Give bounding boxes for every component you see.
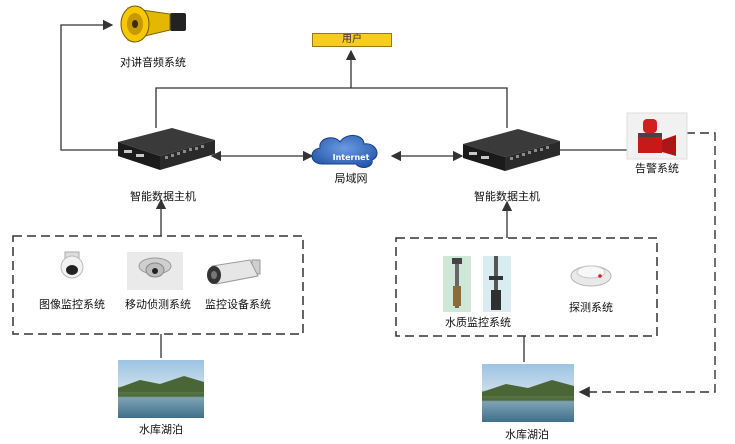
image-monitor-label: 图像监控系统 <box>39 298 105 311</box>
connector-top-bar <box>155 87 508 128</box>
water-quality-label: 水质监控系统 <box>445 316 511 329</box>
internet-cloud-icon <box>311 135 378 168</box>
reservoir-right-image <box>482 364 574 422</box>
alarm-dashed-connector <box>578 132 716 398</box>
motion-detect-label: 移动侦测系统 <box>125 298 191 311</box>
reservoir-right-label: 水库湖泊 <box>505 428 549 441</box>
connectors <box>60 19 628 362</box>
connector-host-speaker <box>60 19 122 151</box>
speaker-label: 对讲音频系统 <box>120 56 186 69</box>
internet-label: Internet <box>332 153 370 162</box>
dome-camera-icon <box>60 251 84 279</box>
bullet-camera-icon <box>207 259 261 285</box>
reservoir-left-image <box>118 360 204 418</box>
left-sensor-group <box>12 235 304 335</box>
alarm-icon <box>626 112 688 160</box>
host-device-right-icon <box>463 129 560 171</box>
host-device-left-icon <box>118 128 215 170</box>
lan-label: 局域网 <box>334 172 368 185</box>
ceiling-camera-icon <box>127 252 183 290</box>
alarm-label: 告警系统 <box>635 162 679 175</box>
right-sensor-group <box>395 237 658 337</box>
detector-icon <box>570 265 612 287</box>
monitor-device-label: 监控设备系统 <box>205 298 271 311</box>
reservoir-left-label: 水库湖泊 <box>139 423 183 436</box>
host-left-label: 智能数据主机 <box>130 190 196 203</box>
detect-label: 探测系统 <box>569 301 613 314</box>
host-right-label: 智能数据主机 <box>474 190 540 203</box>
speaker-icon <box>120 5 186 43</box>
water-quality-probe-icon <box>443 256 511 312</box>
user-node: 用户 <box>312 33 392 47</box>
